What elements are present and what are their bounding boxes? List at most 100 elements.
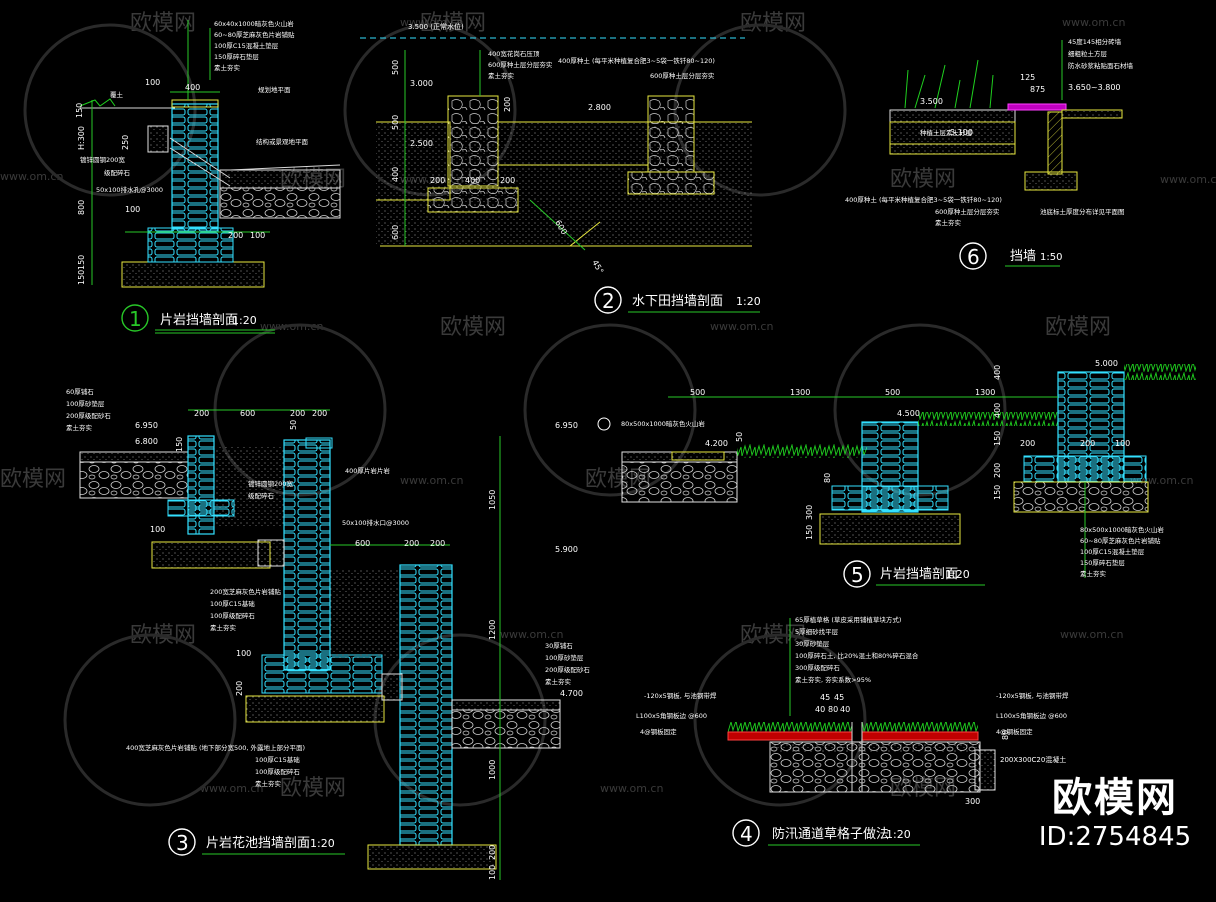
dim-label: 500 [690,388,705,397]
watermark-url: www.om.cn [1062,16,1125,29]
note: 60~80厚芝麻灰色片岩铺贴 [1080,536,1161,545]
watermark: 欧模网 www.om.cn [260,315,506,340]
level-mark: 3.500 (正常水位) [408,22,464,31]
watermark-url: www.om.cn [600,782,663,795]
watermark: 欧模网 www.om.cn [740,11,1125,36]
dim-label: 50 [289,420,298,430]
note: 50x100排水孔@3000 [96,185,163,194]
section-title: 片岩挡墙剖面 [880,567,958,582]
note: 200宽芝麻灰色片岩铺贴 [210,587,281,596]
note: 素土夯实 [1080,569,1107,578]
watermark-brand: 欧模网 [0,467,66,492]
note: 素土夯实 [255,779,282,788]
watermark-url: www.om.cn [1160,173,1216,186]
watermark: 欧模网 www.om.cn [710,315,1111,340]
note: 150厚碎石垫层 [1080,558,1125,567]
section-number: 2 [602,289,615,313]
dim-label: 100 [250,231,265,240]
section-number-circle [732,819,760,847]
note: 50x100排水口@3000 [342,518,409,527]
dim-label: 125 [1020,73,1035,82]
dim-label: 200 [503,97,512,112]
dim-label: 500 [391,60,400,75]
section-3-flower-bed-wall: 60厚铺石 100厚砂垫层 200厚级配砂石 素土夯实 6.950 6.800 … [66,387,590,880]
section-4-flood-channel-grass-grid: 65厚植草格 (草皮采用铺植草块方式) 5厚细砂找平层 30厚砂垫层 100厚碎… [636,615,1069,847]
note: 60x40x1000暗灰色火山岩 [214,19,294,28]
dim-label: 100 [125,205,140,214]
section-scale: 1:20 [736,295,761,308]
watermark-url: www.om.cn [500,628,563,641]
watermark: 欧模网 www.om.cn [280,776,663,801]
level-mark: 3.100 [950,128,973,137]
dim-label: 150 [75,103,84,118]
section-title: 水下田挡墙剖面 [632,294,723,309]
dim-label: 250 [121,135,130,150]
watermark-brand: 欧模网 [280,776,346,801]
dim-label: 1050 [488,490,497,510]
section-title: 挡墙 [1010,249,1036,264]
note: 结构或景观地平面 [256,137,309,146]
section-number: 6 [967,245,980,269]
watermark-url: www.om.cn [710,320,773,333]
note: 45度145相分砖墙 [1068,37,1122,46]
watermark: 欧模网 www.om.cn [0,467,463,492]
note: 100厚C15混凝土垫层 [214,41,279,50]
dim-label: H:300 [77,126,86,150]
section-number-circle [594,286,622,314]
note: 200厚级配砂石 [545,665,590,674]
watermark-layer: 欧模网 www.om.cn 欧模网 www.om.cn 欧模网 www.om.c… [0,11,1216,807]
brand-name: 欧模网 [1052,775,1178,821]
note: 防水砂浆粘贴面石材墙 [1068,61,1134,70]
dim-label: 1300 [975,388,995,397]
dim-label: 400 [465,176,480,185]
note: 级配碎石 [248,491,275,500]
note: 5厚细砂找平层 [795,627,839,636]
note: 4@钢板固定 [640,727,677,736]
note: 规划地平面 [258,85,291,94]
note: 400宽芝麻灰色片岩铺贴 (地下部分宽500, 外露地上部分平面) [126,743,305,752]
note: 池底标土厚度分布详见平面图 [1040,207,1125,216]
note: 80x500x1000暗灰色火山岩 [1080,525,1164,534]
dim-label: 80 [823,473,832,483]
note: 60~80厚芝麻灰色片岩铺贴 [214,30,295,39]
note: L100x5角钢板边 @600 [996,711,1067,720]
level-mark: 2.800 [588,103,611,112]
dim-label: 40 [840,705,850,714]
dim-label: 200 [194,409,209,418]
dim-label: 150 [993,431,1002,446]
section-scale: 1:20 [310,837,335,850]
dim-label: 150 [77,270,86,285]
dim-label: 300 [965,797,980,806]
note: -120x5钢板, 与池钢带焊 [996,691,1069,700]
dim-label: 500 [885,388,900,397]
note: 镀锌圆钢200宽 [248,479,293,488]
note: 600厚种土层分层夯实 [935,207,1000,216]
dim-label: 200 [228,231,243,240]
dim-label: 500 [391,115,400,130]
section-number: 1 [129,307,142,331]
note: 100厚碎石土, 比20%混土和80%碎石混合 [795,651,919,660]
section-number: 4 [740,822,753,846]
note: 种植土层素土分层 [920,128,973,137]
section-number-circle [168,828,196,856]
note: 400厚种土 (每平米种植复合肥3~5袋一铁钎80~120) [845,195,1002,204]
dim-label: 200 [290,409,305,418]
dim-label: 150 [805,525,814,540]
note: 30厚铺石 [545,641,573,650]
dim-label: 400 [993,365,1002,380]
dim-label: 100 [1115,439,1130,448]
level-mark: 6.950 [555,421,578,430]
note: 4@钢板固定 [996,727,1033,736]
dim-label: 400 [993,403,1002,418]
section-1-shale-retaining-wall: 150 250 H:300 800 150 150 100 400 100 20… [75,19,341,334]
watermark-url: www.om.cn [400,474,463,487]
section-number-circle [121,304,149,332]
note: 400厚片岩片岩 [345,466,390,475]
section-title: 防汛通道草格子做法 [772,826,889,842]
note: -120x5钢板, 与池钢带焊 [644,691,717,700]
level-mark: 3.650~3.800 [1068,83,1121,92]
note: 100厚级配碎石 [210,611,255,620]
level-mark: 5.900 [555,545,578,554]
dim-label: 45 [820,693,830,702]
